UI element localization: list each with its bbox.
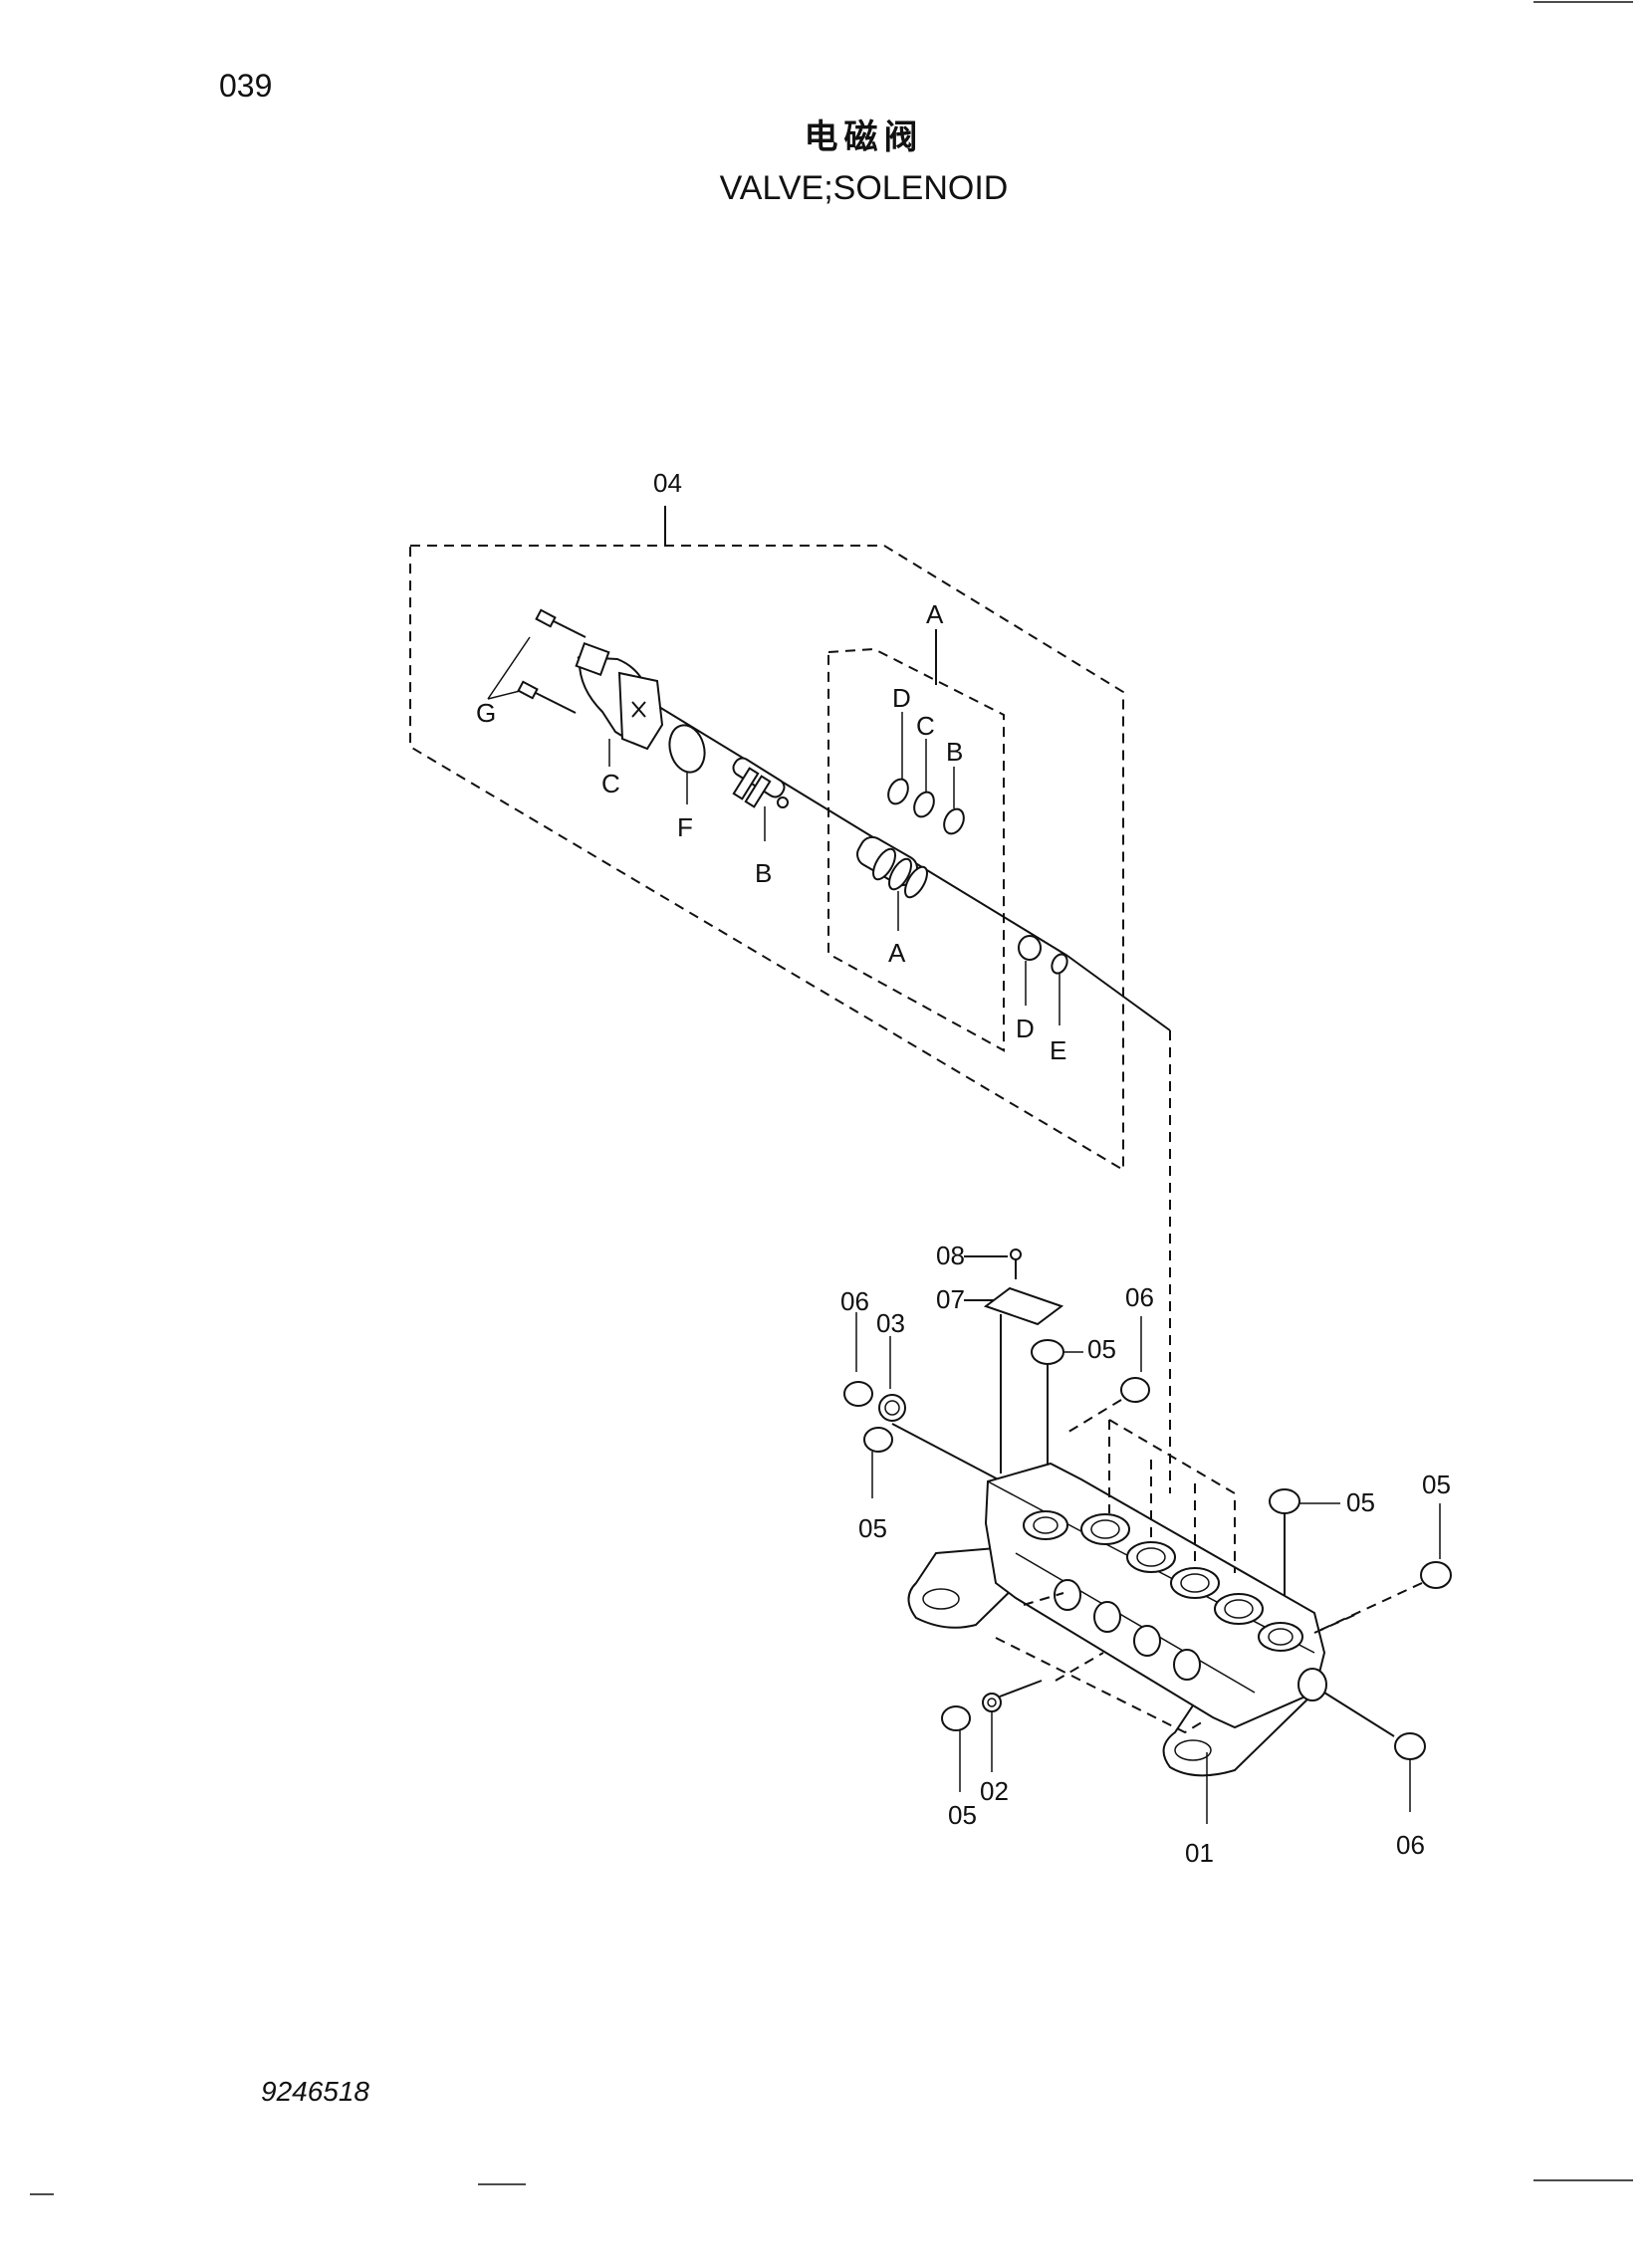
label-03: 03 [876, 1308, 905, 1338]
label-05-mid-right: 05 [1346, 1487, 1375, 1517]
plug-06-right [1064, 1316, 1150, 1435]
label-05-top: 05 [1087, 1334, 1116, 1364]
plug-05-far-right [1313, 1503, 1452, 1634]
label-08: 08 [936, 1241, 965, 1270]
label-c-upper: C [916, 711, 935, 741]
orings-dcb-upper [887, 712, 965, 835]
label-b-upper: B [946, 737, 963, 767]
spool-b [732, 757, 789, 841]
label-05-left: 05 [858, 1513, 887, 1543]
plug-d-oring-e [1018, 935, 1068, 1025]
group-a-boundary [827, 629, 1005, 1052]
valve-body-01 [907, 1462, 1327, 1824]
screw-08-plate-07 [964, 1248, 1064, 1474]
label-d-upper: D [892, 683, 911, 713]
title-chinese: 电磁阀 [804, 117, 924, 157]
cartridge-a [856, 835, 928, 931]
label-c-coil: C [601, 769, 620, 798]
label-b-spool: B [755, 858, 772, 888]
solenoid-coil-c [575, 641, 664, 767]
drawing-number: 9246518 [261, 2076, 370, 2107]
dashed-leaders [995, 1419, 1360, 1734]
scan-marks [30, 1, 1633, 2195]
label-02: 02 [980, 1776, 1009, 1806]
label-d-lower: D [1016, 1014, 1035, 1043]
label-01: 01 [1185, 1838, 1214, 1868]
label-05-far-right: 05 [1422, 1470, 1451, 1499]
assembly-04-boundary [409, 506, 1124, 1172]
label-f: F [677, 812, 693, 842]
page-number: 039 [219, 68, 273, 104]
label-e-lower: E [1050, 1035, 1066, 1065]
bottom-left-plugs [941, 1680, 1043, 1792]
label-06-bottom: 06 [1396, 1830, 1425, 1860]
assembly-axis-lines [577, 656, 1171, 1454]
label-a-bottom: A [888, 938, 906, 968]
label-06-right: 06 [1125, 1282, 1154, 1312]
label-05-bottom: 05 [948, 1800, 977, 1830]
title-english: VALVE;SOLENOID [719, 169, 1009, 207]
label-g: G [476, 698, 496, 728]
label-a-top: A [926, 599, 944, 629]
label-04: 04 [653, 468, 682, 498]
left-plugs [843, 1312, 1007, 1498]
label-06-left: 06 [840, 1286, 869, 1316]
label-07: 07 [936, 1284, 965, 1314]
oring-f [668, 724, 706, 804]
bolt-g-parts [487, 608, 587, 714]
plug-06-bottom-right [1323, 1692, 1426, 1812]
